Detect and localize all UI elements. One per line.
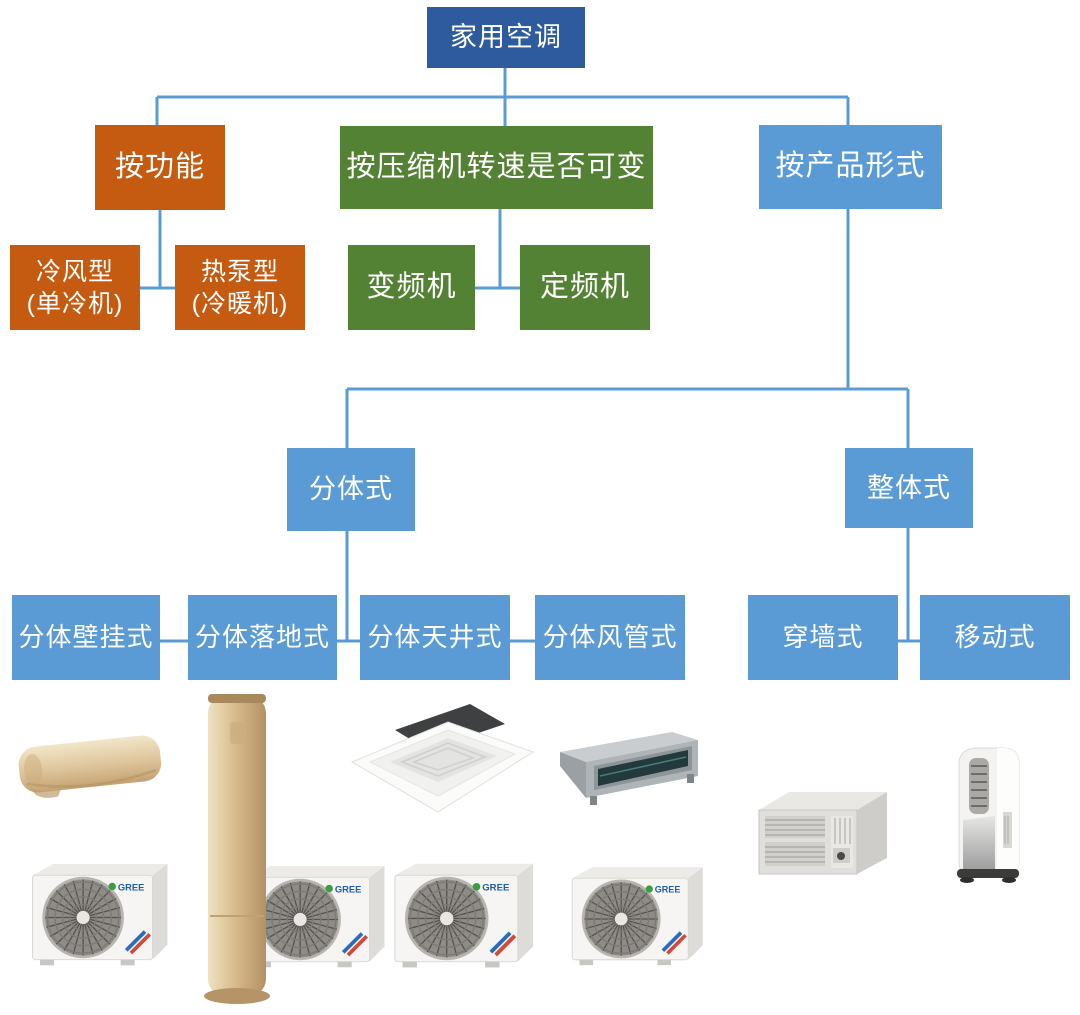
node-split-floor-standing: 分体落地式 xyxy=(188,595,337,680)
node-unitary-label: 整体式 xyxy=(867,472,951,503)
portable-unit-image xyxy=(957,747,1020,883)
node-split-label: 分体式 xyxy=(309,474,393,505)
window-unit-image xyxy=(758,792,887,875)
node-unitary: 整体式 xyxy=(845,448,973,528)
node-by-compressor-speed: 按压缩机转速是否可变 xyxy=(340,126,653,209)
node-split-ducted-label: 分体风管式 xyxy=(542,621,678,652)
floor-standing-tower-unit-image xyxy=(204,694,270,1004)
node-by-product-form: 按产品形式 xyxy=(759,125,942,209)
node-by-compressor-speed-label: 按压缩机转速是否可变 xyxy=(346,150,647,183)
node-portable: 移动式 xyxy=(920,595,1070,680)
node-portable-label: 移动式 xyxy=(954,621,1036,652)
node-by-function: 按功能 xyxy=(95,125,225,210)
node-split-floor-standing-label: 分体落地式 xyxy=(194,621,330,652)
outdoor-unit-image xyxy=(30,862,170,968)
node-inverter-label: 变频机 xyxy=(366,270,457,303)
outdoor-unit-image xyxy=(570,865,705,968)
outdoor-unit-image xyxy=(392,861,536,970)
node-split: 分体式 xyxy=(287,448,415,531)
node-split-cassette: 分体天井式 xyxy=(360,595,510,680)
node-split-cassette-label: 分体天井式 xyxy=(367,621,503,652)
node-through-wall-label: 穿墙式 xyxy=(782,621,864,652)
node-through-wall: 穿墙式 xyxy=(748,595,898,680)
node-cool-only-line2: (单冷机) xyxy=(26,289,124,318)
node-split-wall-mounted: 分体壁挂式 xyxy=(12,595,160,680)
node-cool-only-line1: 冷风型 xyxy=(35,257,114,286)
node-heat-pump: 热泵型 (冷暖机) xyxy=(175,245,305,330)
node-heat-pump-line1: 热泵型 xyxy=(200,257,279,286)
node-inverter: 变频机 xyxy=(348,245,475,330)
node-split-wall-mounted-label: 分体壁挂式 xyxy=(18,621,154,652)
node-root: 家用空调 xyxy=(427,7,585,68)
node-cool-only: 冷风型 (单冷机) xyxy=(10,245,140,330)
node-split-ducted: 分体风管式 xyxy=(535,595,685,680)
node-heat-pump-line2: (冷暖机) xyxy=(191,289,289,318)
ducted-unit-image xyxy=(560,732,698,805)
node-by-function-label: 按功能 xyxy=(114,150,205,183)
wall-mounted-indoor-unit-image xyxy=(18,735,162,798)
node-root-label: 家用空调 xyxy=(450,22,562,53)
tree-connectors xyxy=(140,68,920,643)
node-by-product-form-label: 按产品形式 xyxy=(775,150,926,183)
node-fixed-speed-label: 定频机 xyxy=(539,270,630,303)
node-fixed-speed: 定频机 xyxy=(520,245,650,330)
ceiling-cassette-unit-image xyxy=(350,704,535,813)
